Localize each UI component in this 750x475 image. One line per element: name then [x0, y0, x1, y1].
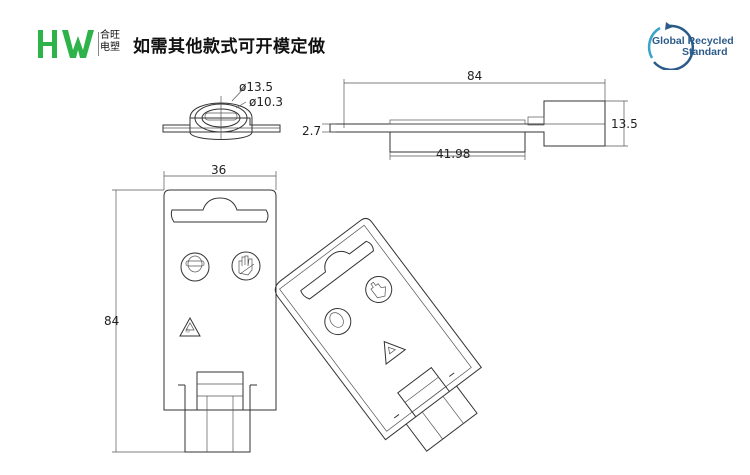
- side-inner-label: 41.98: [436, 147, 470, 161]
- side-view: 84 41.98 13.5 2.7: [302, 69, 638, 161]
- recycle-icon: ♲: [179, 316, 201, 337]
- iso-recycle-icon: [383, 340, 407, 365]
- front-width-label: 36: [211, 163, 226, 177]
- grs-line-1: Global Recycled: [652, 35, 734, 47]
- outer-diameter-label: ø13.5: [239, 80, 273, 94]
- side-height-label: 13.5: [611, 117, 638, 131]
- top-view: ø13.5 ø10.3: [162, 80, 283, 140]
- tagline: 如需其他款式可开模定做: [133, 37, 326, 57]
- gloves-icon: [231, 251, 261, 281]
- logo-sub-line-1: 合旺: [100, 30, 120, 41]
- iso-gloves-icon: [365, 275, 393, 303]
- side-thickness-label: 2.7: [302, 124, 321, 138]
- svg-text:♲: ♲: [185, 328, 190, 335]
- side-length-label: 84: [467, 69, 482, 83]
- iso-goggles-icon: [324, 308, 352, 336]
- hw-logo: [38, 30, 99, 58]
- safety-goggles-icon: [180, 252, 210, 282]
- logo-sub-line-2: 电塑: [100, 42, 120, 53]
- logo-subtitle: 合旺 电塑: [100, 30, 130, 54]
- isometric-view: [274, 217, 483, 452]
- inner-diameter-label: ø10.3: [249, 95, 283, 109]
- front-view: 36 84 ♲: [104, 163, 277, 453]
- grs-line-2: Standard: [682, 46, 728, 58]
- front-height-label: 84: [104, 314, 119, 328]
- grs-logo: Global Recycled Standard: [647, 22, 734, 70]
